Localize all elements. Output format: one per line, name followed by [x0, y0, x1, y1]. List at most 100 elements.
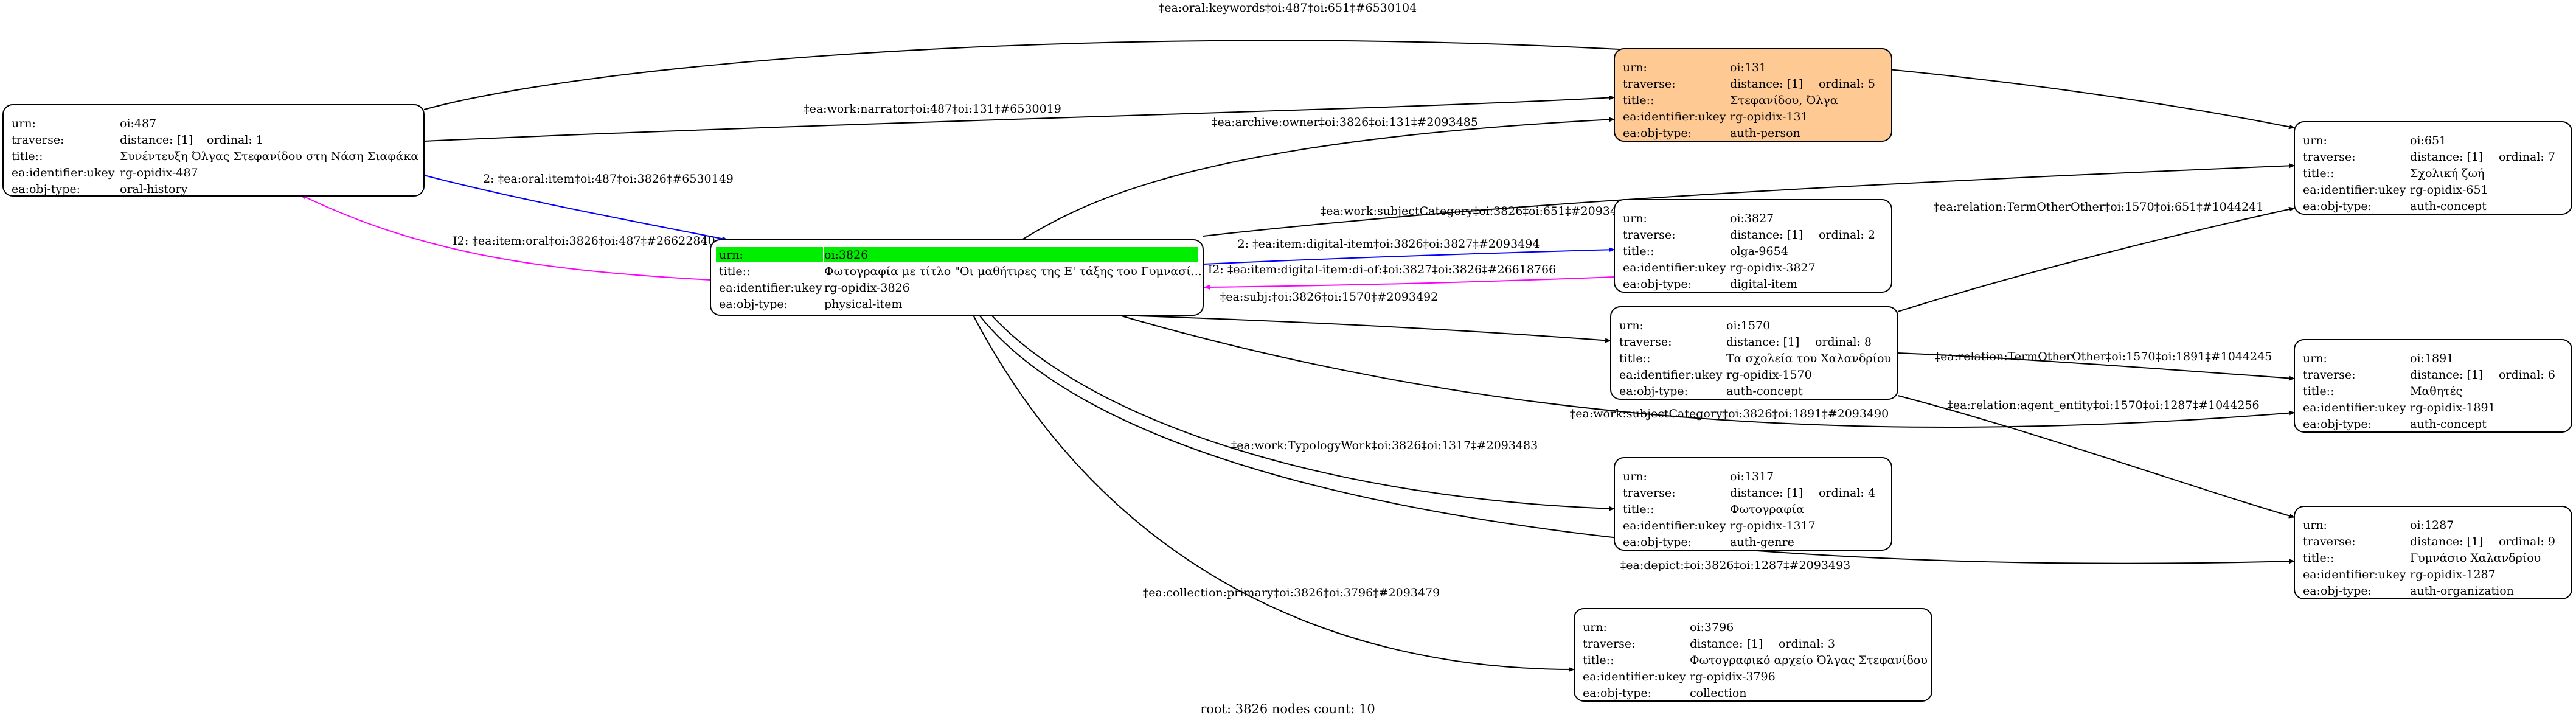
edge-487-to-651 — [423, 40, 2295, 130]
node-field-key: ea:obj-type: — [1623, 536, 1692, 549]
node-field-value: oi:3826 — [824, 248, 868, 262]
node-field-value: rg-opidix-487 — [120, 166, 198, 180]
edges-layer: ‡ea:oral:keywords‡oi:487‡oi:651‡#6530104… — [300, 1, 2295, 672]
node-field-value: distance: [1] — [120, 133, 193, 147]
node-field-value: auth-concept — [1726, 385, 1803, 398]
node-field-key: ea:identifier:ukey — [12, 166, 115, 180]
edge-label: ‡ea:work:subjectCategory‡oi:3826‡oi:651‡… — [1321, 204, 1632, 218]
node-field-key: traverse: — [2303, 368, 2356, 382]
node-field-key: ea:obj-type: — [1619, 385, 1688, 398]
node-field-value: oi:487 — [120, 117, 156, 130]
node-field-value: auth-person — [1730, 127, 1800, 140]
graph-footer: root: 3826 nodes count: 10 — [1200, 702, 1375, 716]
node-field-value: auth-concept — [2410, 200, 2487, 213]
node-field-value: rg-opidix-3796 — [1690, 670, 1776, 683]
node-field-key: ea:obj-type: — [2303, 417, 2372, 431]
node-field-value: rg-opidix-3827 — [1730, 261, 1816, 274]
node-field-key: traverse: — [1619, 335, 1672, 349]
edge-3827-to-3826 — [1204, 276, 1615, 290]
node-field-value: rg-opidix-131 — [1730, 110, 1808, 124]
node-field-key: ea:obj-type: — [2303, 200, 2372, 213]
node-field-value: physical-item — [824, 298, 902, 311]
node-box — [1614, 199, 1892, 293]
node-field-key: title:: — [2303, 385, 2334, 398]
node-field-key: traverse: — [1583, 637, 1636, 651]
nodes-layer: urn: oi:487 traverse: distance: [1] ordinal:… — [2, 48, 2572, 702]
node-field-value: oi:1317 — [1730, 470, 1774, 483]
node-field-value: rg-opidix-3826 — [824, 281, 910, 295]
node-field-value: Γυμνάσιο Χαλανδρίου — [2410, 551, 2541, 565]
node-field-key: ea:identifier:ukey — [1623, 519, 1726, 533]
edge-label: ‡ea:archive:owner‡oi:3826‡oi:131‡#209348… — [1212, 116, 1478, 129]
node-field-value: rg-opidix-651 — [2410, 183, 2488, 197]
edge-label: ‡ea:work:subjectCategory‡oi:3826‡oi:1891… — [1570, 407, 1889, 421]
node-field-value: oi:131 — [1730, 61, 1766, 74]
node-box — [1614, 457, 1892, 551]
edge-label: ‡ea:work:narrator‡oi:487‡oi:131‡#6530019 — [804, 102, 1061, 116]
node-field-value: oi:1570 — [1726, 319, 1770, 332]
node-field-key: traverse: — [1623, 228, 1676, 242]
edge-label: ‡ea:subj:‡oi:3826‡oi:1570‡#2093492 — [1220, 290, 1439, 304]
node-field-extra: ordinal: 1 — [207, 133, 263, 147]
node-box — [2294, 121, 2572, 215]
node-field-key: traverse: — [2303, 535, 2356, 548]
node-field-key: ea:obj-type: — [1623, 278, 1692, 291]
node-box — [1610, 306, 1898, 400]
node-field-key: traverse: — [2303, 150, 2356, 164]
node-field-key: urn: — [1623, 470, 1647, 483]
node-field-key: ea:identifier:ukey — [719, 281, 822, 295]
edge-1570-to-1287 — [1897, 395, 2295, 519]
node-field-key: urn: — [1623, 61, 1647, 74]
node-field-value: Στεφανίδου, Όλγα — [1730, 94, 1838, 107]
root-highlight — [824, 247, 1198, 262]
node-field-key: ea:identifier:ukey — [1583, 670, 1686, 683]
node-field-extra: ordinal: 3 — [1779, 637, 1835, 651]
node-field-extra: ordinal: 7 — [2499, 150, 2555, 164]
node-field-key: ea:identifier:ukey — [2303, 183, 2406, 197]
node-field-value: oi:651 — [2410, 134, 2446, 147]
edge-3826-to-1570 — [1119, 315, 1611, 343]
edge-label: ‡ea:collection:primary‡oi:3826‡oi:3796‡#… — [1143, 586, 1440, 599]
node-field-key: traverse: — [1623, 77, 1676, 91]
node-field-extra: ordinal: 4 — [1819, 486, 1875, 500]
node-field-value: distance: [1] — [1730, 77, 1803, 91]
node-field-key: traverse: — [1623, 486, 1676, 500]
node-field-key: urn: — [1619, 319, 1644, 332]
node-field-key: title:: — [1619, 352, 1650, 365]
edge-1570-to-1891 — [1897, 352, 2295, 381]
node-field-extra: ordinal: 8 — [1815, 335, 1872, 349]
node-field-value: rg-opidix-1317 — [1730, 519, 1816, 533]
node-box — [1574, 608, 1932, 702]
edge-3826-to-3796 — [973, 315, 1575, 672]
node-field-key: title:: — [2303, 167, 2334, 180]
node-field-value: Φωτογραφικό αρχείο Όλγας Στεφανίδου — [1690, 654, 1928, 667]
node-field-key: title:: — [1623, 94, 1654, 107]
root-highlight — [716, 247, 823, 262]
node-field-value: oi:1891 — [2410, 352, 2454, 365]
node-field-key: ea:obj-type: — [12, 183, 80, 196]
node-field-key: urn: — [2303, 519, 2327, 532]
edge-3826-to-1891 — [1119, 315, 2295, 428]
edge-3826-to-487 — [300, 194, 711, 281]
edge-487-to-131 — [423, 95, 1615, 142]
edge-3826-to-1287 — [979, 315, 2295, 564]
node-field-key: ea:obj-type: — [2303, 584, 2372, 598]
node-field-value: oral-history — [120, 183, 188, 196]
node-field-value: rg-opidix-1891 — [2410, 401, 2496, 414]
node-field-key: urn: — [1623, 212, 1647, 225]
node-field-value: Μαθητές — [2410, 385, 2462, 398]
node-field-value: Φωτογραφία — [1730, 503, 1804, 516]
node-field-key: ea:obj-type: — [719, 298, 788, 311]
node-field-value: oi:3827 — [1730, 212, 1774, 225]
node-field-value: Συνέντευξη Όλγας Στεφανίδου στη Νάση Σια… — [120, 150, 418, 163]
